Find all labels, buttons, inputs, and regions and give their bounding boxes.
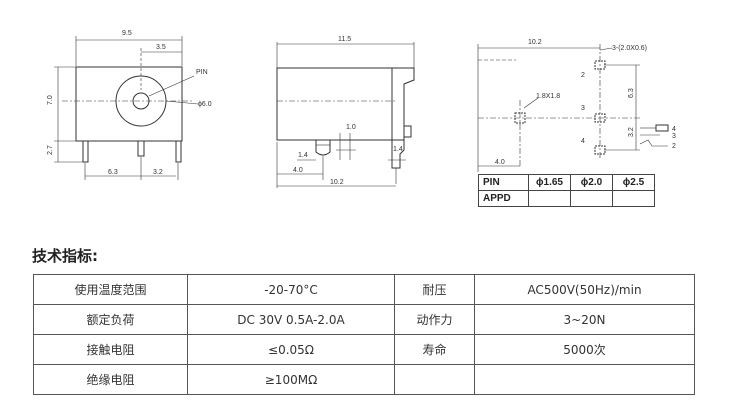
pin-table-row: APPD (478, 190, 655, 207)
pad-label-2: 2 (581, 72, 585, 79)
spec-row: 使用温度范围 -20-70°C 耐压 AC500V(50Hz)/min (33, 274, 695, 305)
side-view-drawing (276, 42, 415, 188)
front-view-labels: 9.5 3.5 7.0 2.7 6.3 3.2 PIN ϕ6.0 (47, 30, 212, 176)
schematic-label-2: 2 (672, 143, 676, 150)
spec-table: 使用温度范围 -20-70°C 耐压 AC500V(50Hz)/min 额定负荷… (33, 274, 695, 395)
spec-key: 寿命 (394, 334, 475, 365)
spec-key: 使用温度范围 (33, 274, 188, 305)
pin-table-cell (528, 190, 571, 207)
spec-row: 接触电阻 ≤0.05Ω 寿命 5000次 (33, 334, 695, 365)
pin-table-cell: APPD (478, 190, 529, 207)
spec-row: 绝缘电阻 ≥100MΩ (33, 364, 695, 395)
spec-key: 绝缘电阻 (33, 364, 188, 395)
pin-size-table: PIN ϕ1.65 ϕ2.0 ϕ2.5 APPD (478, 174, 655, 207)
dim-width: 9.5 (122, 30, 132, 37)
pin-table-cell: PIN (478, 174, 529, 191)
dim-top: 10.2 (528, 39, 542, 46)
spec-key: 额定负荷 (33, 304, 188, 335)
dim-4-0-pcb: 4.0 (495, 159, 505, 166)
pin-table-cell (612, 190, 655, 207)
pcb-footprint-drawing (477, 44, 669, 172)
spec-value: AC500V(50Hz)/min (474, 274, 695, 305)
spec-key (394, 364, 475, 395)
pin-table-cell: ϕ1.65 (528, 174, 571, 191)
dim-3-2: 3.2 (628, 127, 635, 137)
spec-value (474, 364, 695, 395)
schematic-label-4: 4 (672, 126, 676, 133)
dim-pin-spacing-1: 6.3 (108, 169, 118, 176)
pin-table-cell: ϕ2.5 (612, 174, 655, 191)
spec-value: ≤0.05Ω (187, 334, 395, 365)
dim-square: 1.8X1.8 (536, 93, 560, 100)
pin-table-cell: ϕ2.0 (570, 174, 613, 191)
spec-row: 额定负荷 DC 30V 0.5A-2.0A 动作力 3~20N (33, 304, 695, 335)
pin-table-row: PIN ϕ1.65 ϕ2.0 ϕ2.5 (478, 174, 655, 191)
spec-value: -20-70°C (187, 274, 395, 305)
dim-4-0: 4.0 (293, 167, 303, 174)
dim-6-3: 6.3 (628, 88, 635, 98)
spec-value: DC 30V 0.5A-2.0A (187, 304, 395, 335)
pad-label-4: 4 (581, 138, 585, 145)
dim-base: 10.2 (330, 179, 344, 186)
dim-1-4-right: 1.4 (393, 146, 403, 153)
spec-key: 接触电阻 (33, 334, 188, 365)
schematic-label-3: 3 (672, 133, 676, 140)
spec-key: 耐压 (394, 274, 475, 305)
dim-center: 3.5 (156, 44, 166, 51)
spec-value: 5000次 (474, 334, 695, 365)
pcb-footprint-labels: 10.2 3-(2.0X0.6) 1.8X1.8 6.3 3.2 4.0 2 3… (495, 39, 676, 166)
dim-1-0: 1.0 (346, 124, 356, 131)
section-title: 技术指标: (32, 247, 98, 265)
pin-table-cell (570, 190, 613, 207)
dim-length: 11.5 (338, 36, 351, 43)
dim-height: 7.0 (47, 95, 54, 105)
technical-drawings: 9.5 3.5 7.0 2.7 6.3 3.2 PIN ϕ6.0 11.5 (47, 30, 676, 188)
label-pin: PIN (196, 69, 208, 76)
dim-leg: 2.7 (47, 145, 54, 155)
spec-key: 动作力 (394, 304, 475, 335)
dim-slots: 3-(2.0X0.6) (612, 45, 647, 52)
spec-value: 3~20N (474, 304, 695, 335)
label-hole: ϕ6.0 (198, 101, 212, 108)
spec-value: ≥100MΩ (187, 364, 395, 395)
pad-label-3: 3 (581, 105, 585, 112)
side-view-labels: 11.5 1.0 1.4 1.4 4.0 10.2 (293, 36, 403, 186)
dim-1-4-left: 1.4 (298, 152, 308, 159)
front-view-drawing (54, 36, 199, 180)
dim-pin-spacing-2: 3.2 (153, 169, 163, 176)
